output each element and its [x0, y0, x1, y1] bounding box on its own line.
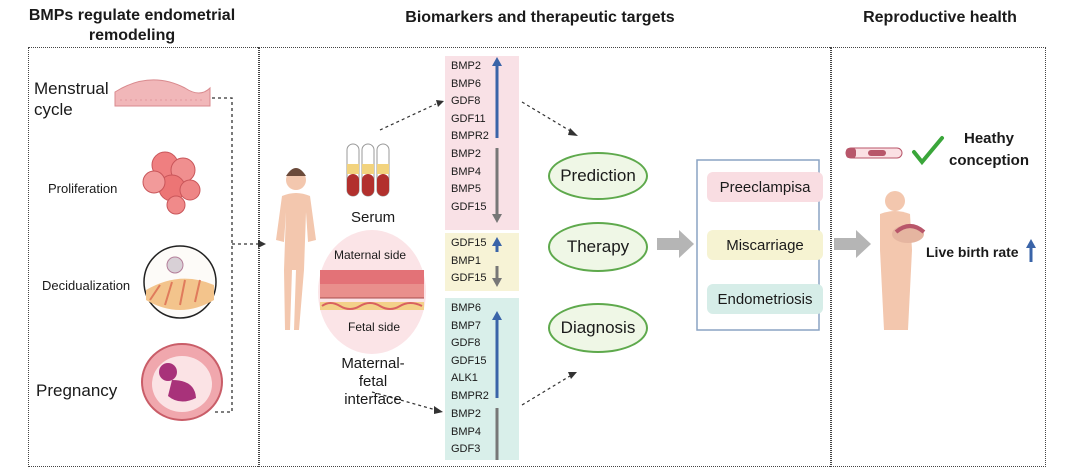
marker-label: GDF15	[451, 200, 487, 213]
miscarriage-pill: Miscarriage	[707, 230, 823, 260]
marker-label: GDF15	[451, 272, 487, 284]
interface-marker-box	[445, 298, 519, 460]
marker-label: BMP2	[451, 148, 481, 160]
maternal-fetal-interface-icon	[318, 230, 426, 354]
therapy-to-conditions-arrow	[657, 230, 694, 258]
marker-label: BMP2	[451, 408, 481, 420]
maternal-fetal-interface-label: Maternal-fetal interface	[341, 355, 405, 408]
live-birth-rate-label: Live birth rate	[926, 244, 1019, 260]
fetal-side-label: Fetal side	[348, 320, 401, 334]
proliferation-cells-icon	[142, 151, 201, 215]
pregnancy-icon	[141, 343, 223, 421]
prediction-oval: Prediction	[548, 152, 648, 200]
check-icon	[912, 136, 944, 166]
marker-label: BMPR2	[451, 130, 489, 142]
pregnancy-test-icon	[845, 147, 903, 159]
right-section-title: Reproductive health	[863, 9, 1017, 26]
decidualization-label: Decidualization	[42, 278, 131, 293]
mother-with-baby-icon	[880, 191, 926, 330]
marker-label: BMPR2	[451, 389, 489, 402]
therapy-oval: Therapy	[548, 222, 648, 272]
marker-label: BMP7	[451, 319, 481, 332]
marker-label: GDF15	[451, 354, 487, 367]
endometriosis-pill: Endometriosis	[707, 284, 823, 314]
left-section-title: BMPs regulate endometrial remodeling	[28, 7, 236, 44]
conditions-list: Preeclampisa Miscarriage Endometriosis	[697, 160, 833, 330]
marker-label: GDF11	[451, 112, 486, 125]
marker-label: BMP1	[451, 254, 481, 267]
marker-label: GDF3	[451, 443, 481, 455]
serum-label: Serum	[351, 209, 396, 226]
marker-label: BMP4	[451, 165, 481, 178]
human-figure-icon	[276, 168, 316, 330]
marker-label: GDF8	[451, 95, 481, 107]
marker-label: BMP6	[451, 302, 481, 314]
marker-label: BMP2	[451, 60, 481, 72]
serum-marker-box	[445, 56, 519, 230]
marker-label: BMP5	[451, 183, 481, 195]
marker-label: GDF15	[451, 237, 487, 249]
middle-section-title: Biomarkers and therapeutic targets	[405, 9, 675, 26]
maternal-side-label: Maternal side	[334, 248, 407, 262]
marker-label: BMP4	[451, 425, 481, 438]
healthy-conception-label: Heathy conception	[948, 130, 1029, 169]
diagnosis-oval: Diagnosis	[548, 303, 648, 353]
marker-label: BMP6	[451, 77, 481, 90]
menstrual-cycle-label: Menstrual cycle	[34, 79, 109, 119]
marker-label: ALK1	[451, 372, 478, 384]
marker-label: GDF8	[451, 337, 481, 349]
menstrual-cycle-icon	[114, 79, 211, 107]
serum-tubes-icon	[346, 143, 390, 197]
preeclampsia-pill: Preeclampisa	[707, 172, 823, 202]
decidualization-icon	[143, 245, 217, 319]
proliferation-label: Proliferation	[48, 181, 118, 196]
conditions-to-outcome-arrow	[834, 230, 871, 258]
maternal-marker-box	[445, 233, 519, 291]
pregnancy-label: Pregnancy	[36, 381, 118, 400]
